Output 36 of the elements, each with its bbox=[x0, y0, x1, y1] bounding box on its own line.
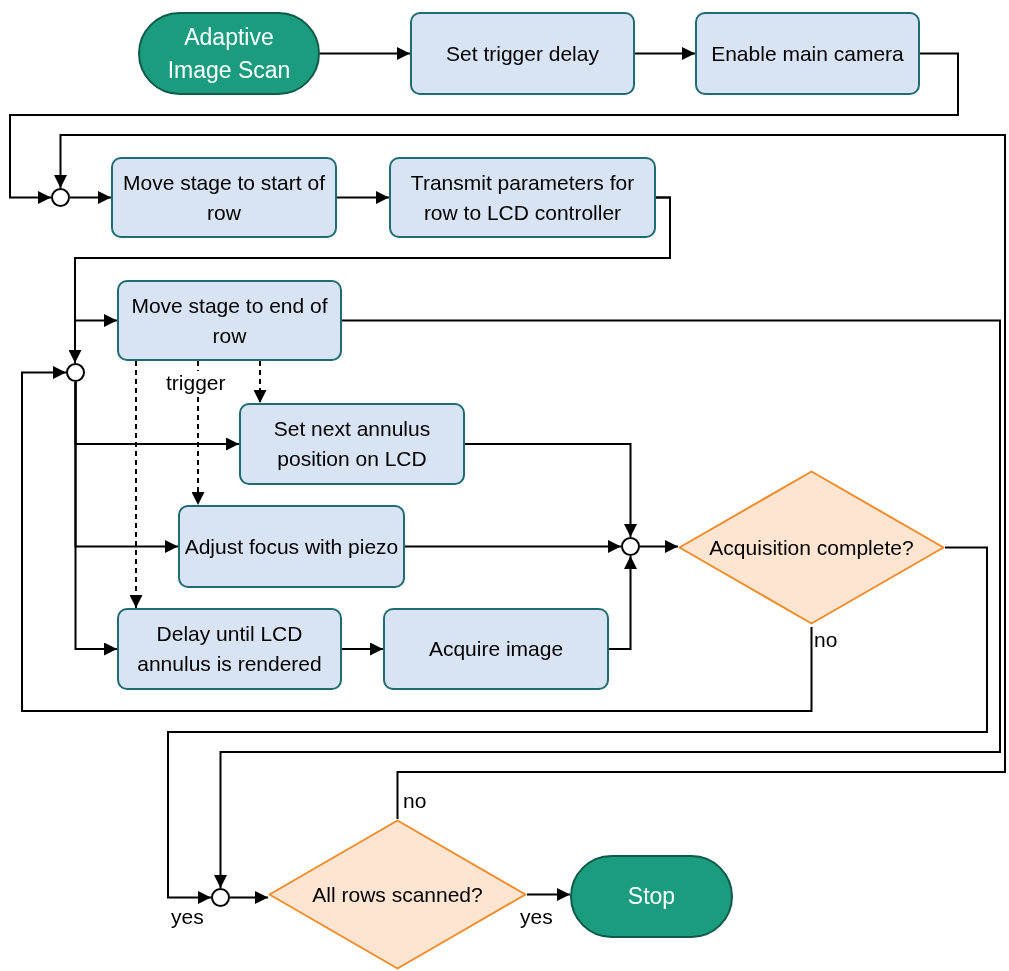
arrow bbox=[9, 52, 959, 204]
process-box: Adjust focus with piezo bbox=[178, 505, 405, 588]
arrow bbox=[68, 196, 671, 364]
process-box: Move stage to end of row bbox=[117, 280, 342, 361]
arrow bbox=[341, 642, 384, 656]
process-box: Transmit parameters for row to LCD controller bbox=[389, 157, 656, 238]
arrow bbox=[214, 319, 1001, 889]
arrow bbox=[253, 360, 267, 404]
arrow bbox=[634, 47, 696, 60]
arrow bbox=[54, 134, 1006, 820]
decision-diamond bbox=[678, 470, 945, 625]
process-box: Move stage to start of row bbox=[111, 157, 337, 238]
decision-label: Acquisition complete? bbox=[709, 534, 914, 561]
process-box: Enable main camera bbox=[695, 12, 920, 95]
arrow bbox=[69, 191, 112, 204]
arrow bbox=[191, 360, 205, 506]
arrow bbox=[639, 540, 679, 553]
arrow bbox=[526, 888, 571, 901]
process-box: Delay until LCD annulus is rendered bbox=[117, 608, 342, 690]
arrow bbox=[74, 381, 118, 656]
process-box: Acquire image bbox=[383, 608, 609, 690]
arrow bbox=[21, 366, 813, 712]
terminal-pill: Adaptive Image Scan bbox=[138, 12, 320, 95]
process-box: Set next annulus position on LCD bbox=[239, 403, 465, 485]
arrow bbox=[464, 443, 637, 538]
arrow bbox=[404, 540, 622, 553]
arrow bbox=[167, 546, 988, 904]
arrow bbox=[336, 191, 390, 204]
arrow bbox=[229, 891, 269, 904]
arrow bbox=[319, 47, 411, 60]
arrow bbox=[608, 555, 637, 650]
terminal-pill: Stop bbox=[570, 855, 733, 938]
edge-label: trigger bbox=[165, 371, 227, 395]
decision-label: All rows scanned? bbox=[312, 881, 483, 908]
process-box: Set trigger delay bbox=[410, 12, 635, 95]
arrow bbox=[129, 360, 143, 609]
